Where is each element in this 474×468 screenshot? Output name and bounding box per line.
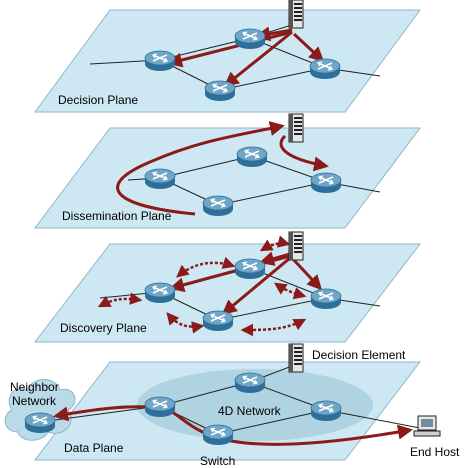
router-icon: [309, 58, 341, 80]
server-icon: [288, 343, 304, 373]
router-icon: [144, 50, 176, 72]
router-icon: [310, 400, 342, 422]
control-arrows: [169, 251, 323, 315]
router-icon: [202, 195, 234, 217]
server-icon: [288, 231, 304, 261]
neighbor-network-label-line1: Neighbor: [10, 380, 59, 394]
plane-surface: [34, 9, 421, 113]
router-icon: [144, 396, 176, 418]
decision-plane: Decision Plane: [34, 0, 421, 113]
plane-label: Discovery Plane: [60, 321, 147, 335]
server-icon: [288, 0, 304, 29]
plane-label: Dissemination Plane: [62, 209, 172, 223]
control-arrows: [167, 26, 325, 87]
router-icon: [144, 168, 176, 190]
neighbor-network-label-line2: Network: [12, 394, 57, 408]
data-plane: Data Plane Decision Element 4D Network N…: [4, 343, 460, 468]
decision-element-label: Decision Element: [312, 348, 406, 362]
router-icon: [202, 310, 234, 332]
router-icon: [202, 424, 234, 446]
router-icon: [236, 146, 268, 168]
router-icon: [310, 172, 342, 194]
computer-icon: [413, 415, 441, 437]
router-icon: [310, 288, 342, 310]
plane-label: Decision Plane: [58, 93, 138, 107]
switch-label: Switch: [200, 454, 235, 468]
router-icon: [204, 80, 236, 102]
data-path-arrow: [53, 405, 413, 446]
discovery-plane: Discovery Plane: [33, 231, 422, 343]
router-icon: [234, 372, 266, 394]
router-icon: [24, 412, 56, 434]
dissemination-paths: [116, 121, 329, 216]
dissemination-plane: Dissemination Plane: [34, 113, 421, 229]
plane-surface: [34, 127, 421, 229]
server-icon: [288, 113, 304, 143]
plane-label: Data Plane: [64, 441, 124, 455]
router-icon: [234, 28, 266, 50]
router-icon: [144, 282, 176, 304]
four-d-network-label: 4D Network: [218, 404, 282, 418]
end-host-label: End Host: [410, 445, 460, 459]
discovery-arrows: [97, 235, 307, 337]
plane-surface: [33, 243, 422, 343]
router-icon: [234, 258, 266, 280]
